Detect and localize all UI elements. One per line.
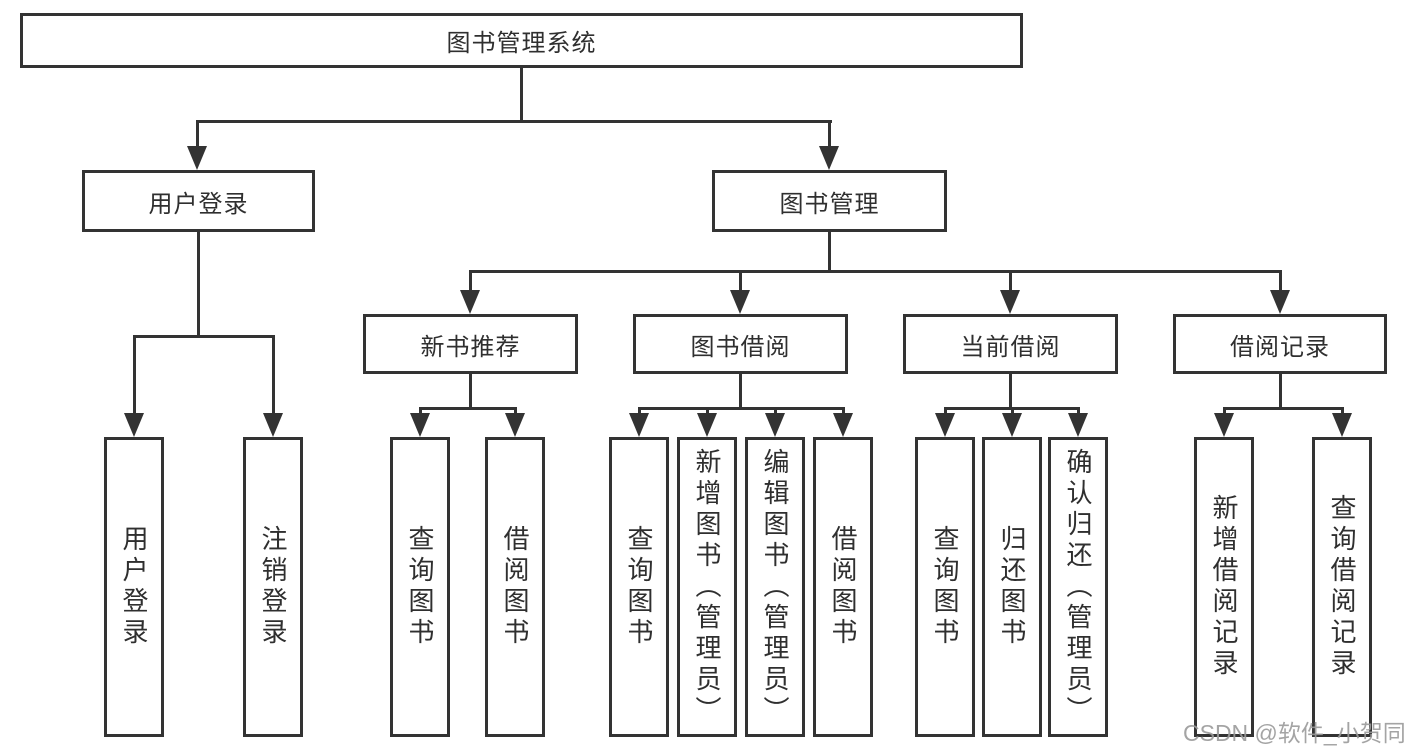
node-book-management-label: 图书管理 bbox=[779, 190, 880, 218]
leaf-add-book-admin-label: 新增图书（管理员） bbox=[692, 447, 722, 727]
connector-user-login-bar bbox=[133, 335, 275, 338]
leaf-add-borrow-record: 新增借阅记录 bbox=[1194, 437, 1254, 737]
connector-drop bbox=[774, 407, 777, 413]
leaf-query-book-3-label: 查询图书 bbox=[930, 525, 960, 649]
connector-book-management-stem bbox=[828, 232, 831, 272]
connector-borrow-records-bar bbox=[1223, 407, 1343, 410]
leaf-borrow-book-1: 借阅图书 bbox=[485, 437, 545, 737]
connector-drop-login-leaf bbox=[133, 335, 136, 413]
node-book-borrow-label: 图书借阅 bbox=[690, 333, 791, 361]
node-borrow-records: 借阅记录 bbox=[1173, 314, 1387, 374]
leaf-borrow-book-1-label: 借阅图书 bbox=[500, 525, 530, 649]
node-root-label: 图书管理系统 bbox=[446, 30, 597, 57]
leaf-add-book-admin: 新增图书（管理员） bbox=[677, 437, 737, 737]
arrow-down-icon bbox=[460, 290, 480, 314]
connector-book-borrow-stem bbox=[739, 374, 742, 409]
leaf-edit-book-admin: 编辑图书（管理员） bbox=[745, 437, 805, 737]
connector-drop bbox=[944, 407, 947, 413]
arrow-down-icon bbox=[187, 146, 207, 170]
leaf-borrow-book-2: 借阅图书 bbox=[813, 437, 873, 737]
connector-drop-user-login bbox=[196, 120, 199, 146]
connector-drop-book-borrow bbox=[739, 270, 742, 292]
leaf-confirm-return-admin: 确认归还（管理员） bbox=[1048, 437, 1108, 737]
arrow-down-icon bbox=[765, 413, 785, 437]
connector-book-management-bar bbox=[469, 270, 1282, 273]
node-user-login: 用户登录 bbox=[82, 170, 315, 232]
connector-root-stem bbox=[520, 68, 523, 122]
connector-drop bbox=[842, 407, 845, 413]
node-new-book-recommend-label: 新书推荐 bbox=[420, 333, 521, 361]
node-current-borrow: 当前借阅 bbox=[903, 314, 1118, 374]
connector-drop bbox=[1341, 407, 1344, 413]
connector-drop-current-borrow bbox=[1009, 270, 1012, 292]
watermark: CSDN @软件_小贺同学 bbox=[1183, 720, 1405, 746]
leaf-query-borrow-record-label: 查询借阅记录 bbox=[1327, 494, 1357, 680]
connector-drop-book-management bbox=[828, 120, 831, 146]
arrow-down-icon bbox=[833, 413, 853, 437]
node-current-borrow-label: 当前借阅 bbox=[960, 333, 1061, 361]
leaf-confirm-return-admin-label: 确认归还（管理员） bbox=[1063, 447, 1093, 727]
connector-drop-logout-leaf bbox=[272, 335, 275, 413]
leaf-query-borrow-record: 查询借阅记录 bbox=[1312, 437, 1372, 737]
connector-drop bbox=[1077, 407, 1080, 413]
node-book-borrow: 图书借阅 bbox=[633, 314, 848, 374]
leaf-user-login-label: 用户登录 bbox=[119, 525, 149, 649]
connector-drop bbox=[638, 407, 641, 413]
connector-new-book-stem bbox=[469, 374, 472, 409]
node-book-management: 图书管理 bbox=[712, 170, 947, 232]
connector-drop bbox=[1011, 407, 1014, 413]
connector-drop bbox=[706, 407, 709, 413]
connector-book-borrow-bar bbox=[638, 407, 845, 410]
node-new-book-recommend: 新书推荐 bbox=[363, 314, 578, 374]
node-user-login-label: 用户登录 bbox=[148, 190, 249, 218]
arrow-down-icon bbox=[263, 413, 283, 437]
arrow-down-icon bbox=[1332, 413, 1352, 437]
leaf-return-book-label: 归还图书 bbox=[997, 525, 1027, 649]
leaf-query-book-3: 查询图书 bbox=[915, 437, 975, 737]
connector-new-book-bar bbox=[419, 407, 517, 410]
connector-drop bbox=[1223, 407, 1226, 413]
connector-user-login-stem bbox=[197, 232, 200, 337]
connector-drop bbox=[419, 407, 422, 413]
arrow-down-icon bbox=[410, 413, 430, 437]
leaf-user-login: 用户登录 bbox=[104, 437, 164, 737]
arrow-down-icon bbox=[505, 413, 525, 437]
connector-root-bar bbox=[196, 120, 832, 123]
arrow-down-icon bbox=[730, 290, 750, 314]
arrow-down-icon bbox=[1002, 413, 1022, 437]
leaf-logout: 注销登录 bbox=[243, 437, 303, 737]
arrow-down-icon bbox=[1270, 290, 1290, 314]
leaf-add-borrow-record-label: 新增借阅记录 bbox=[1209, 494, 1239, 680]
connector-drop bbox=[514, 407, 517, 413]
arrow-down-icon bbox=[124, 413, 144, 437]
arrow-down-icon bbox=[1000, 290, 1020, 314]
arrow-down-icon bbox=[629, 413, 649, 437]
leaf-return-book: 归还图书 bbox=[982, 437, 1042, 737]
connector-current-borrow-stem bbox=[1009, 374, 1012, 409]
node-root: 图书管理系统 bbox=[20, 13, 1023, 68]
leaf-borrow-book-2-label: 借阅图书 bbox=[828, 525, 858, 649]
leaf-query-book-2-label: 查询图书 bbox=[624, 525, 654, 649]
leaf-query-book-1-label: 查询图书 bbox=[405, 525, 435, 649]
arrow-down-icon bbox=[697, 413, 717, 437]
leaf-edit-book-admin-label: 编辑图书（管理员） bbox=[760, 447, 790, 727]
leaf-logout-label: 注销登录 bbox=[258, 525, 288, 649]
arrow-down-icon bbox=[1068, 413, 1088, 437]
leaf-query-book-1: 查询图书 bbox=[390, 437, 450, 737]
leaf-query-book-2: 查询图书 bbox=[609, 437, 669, 737]
connector-borrow-records-stem bbox=[1279, 374, 1282, 409]
arrow-down-icon bbox=[1214, 413, 1234, 437]
connector-drop-borrow-records bbox=[1279, 270, 1282, 292]
connector-drop-new-book bbox=[469, 270, 472, 292]
arrow-down-icon bbox=[819, 146, 839, 170]
node-borrow-records-label: 借阅记录 bbox=[1230, 333, 1330, 361]
arrow-down-icon bbox=[935, 413, 955, 437]
